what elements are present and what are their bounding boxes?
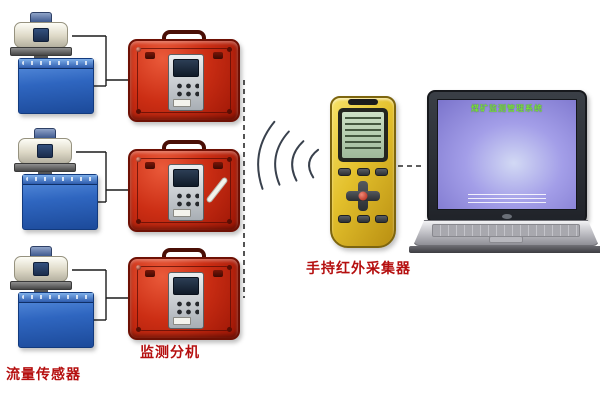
monitor-case <box>128 257 240 340</box>
case-latch <box>145 162 155 169</box>
transmitter-flange <box>10 47 72 56</box>
sensor-tank-icon <box>22 174 98 230</box>
bus-dashed-line <box>243 80 425 298</box>
laptop-screen-frame: 煤矿监测管理系统 <box>427 90 587 224</box>
case-handle <box>162 248 206 262</box>
enter-button <box>358 191 368 201</box>
transmitter-flange <box>10 281 72 290</box>
laptop-front-edge <box>409 246 600 253</box>
monitor-case <box>128 149 240 232</box>
transmitter-body <box>14 256 68 282</box>
monitor-unit-icon <box>128 30 240 122</box>
laptop-logo <box>502 214 512 219</box>
laptop-display: 煤矿监测管理系统 <box>437 99 577 210</box>
monitor-panel <box>168 164 204 221</box>
case-inner-line <box>137 158 231 223</box>
case-latch <box>213 270 223 277</box>
infrared-window <box>348 99 378 105</box>
flow-sensor-group <box>8 246 108 356</box>
case-screws <box>136 157 141 162</box>
monitor-screen <box>173 59 199 77</box>
case-screws <box>136 265 141 270</box>
wireless-signal-icon <box>257 120 320 190</box>
key-button <box>338 215 351 223</box>
handheld-collector-label: 手持红外采集器 <box>306 260 411 276</box>
case-latch <box>145 270 155 277</box>
key-button <box>375 215 388 223</box>
case-inner-line <box>137 266 231 331</box>
laptop-screen-title: 煤矿监测管理系统 <box>471 104 543 113</box>
laptop-icon: 煤矿监测管理系统 <box>409 90 600 256</box>
laptop-screen-textlines <box>468 194 546 205</box>
transmitter-display-window <box>33 28 49 42</box>
case-inner-line <box>137 48 231 113</box>
monitor-case <box>128 39 240 122</box>
monitor-panel <box>168 54 204 111</box>
case-handle <box>162 140 206 154</box>
flow-sensor-label: 流量传感器 <box>6 366 81 382</box>
handheld-lcd <box>342 112 384 158</box>
sensor-tank-icon <box>18 292 94 348</box>
transmitter-flange <box>14 163 76 172</box>
case-latch <box>213 52 223 59</box>
monitor-label-tag <box>173 209 191 217</box>
monitor-buttons <box>173 299 199 315</box>
case-handle <box>162 30 206 44</box>
key-button <box>356 168 370 176</box>
flow-transmitter-icon <box>10 12 72 64</box>
laptop-base <box>413 220 599 246</box>
transmitter-body <box>14 22 68 48</box>
case-latch <box>145 52 155 59</box>
flow-transmitter-icon <box>10 246 72 298</box>
case-latch <box>213 162 223 169</box>
key-button <box>338 168 351 176</box>
handheld-collector-icon <box>330 96 396 248</box>
monitor-unit-icon <box>128 248 240 340</box>
key-button <box>356 215 370 223</box>
monitor-label-tag <box>173 317 191 325</box>
monitor-unit-label: 监测分机 <box>140 344 200 360</box>
monitor-buttons <box>173 81 199 97</box>
keypad-row <box>338 168 388 176</box>
laptop-touchpad <box>489 236 523 243</box>
sensor-tank-icon <box>18 58 94 114</box>
handheld-keypad <box>338 168 388 234</box>
monitor-screen <box>173 277 199 295</box>
transmitter-body <box>18 138 72 164</box>
monitor-panel <box>168 272 204 329</box>
flow-sensor-group <box>12 128 112 238</box>
transmitter-display-window <box>33 262 49 276</box>
monitor-unit-icon <box>128 140 240 232</box>
keypad-row <box>338 215 388 223</box>
case-screws <box>136 47 141 52</box>
key-button <box>375 168 388 176</box>
monitor-buttons <box>173 191 199 207</box>
transmitter-display-window <box>37 144 53 158</box>
monitor-screen <box>173 169 199 187</box>
flow-sensor-group <box>8 12 108 122</box>
dpad-buttons <box>346 181 380 211</box>
monitor-label-tag <box>173 99 191 107</box>
sensor-wires <box>72 35 130 321</box>
handheld-screen-bezel <box>338 108 388 162</box>
flow-transmitter-icon <box>14 128 76 180</box>
